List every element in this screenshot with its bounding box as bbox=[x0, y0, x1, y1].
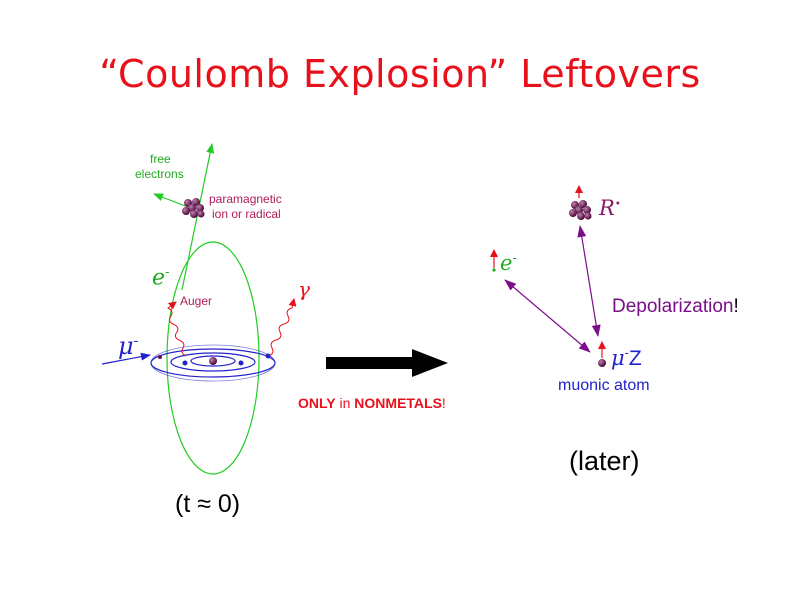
left-muon-charge: - bbox=[133, 333, 139, 349]
left-electron-e: e bbox=[152, 265, 166, 291]
incoming-muon-arrow bbox=[101, 352, 151, 365]
muonic-atom-ball bbox=[598, 359, 606, 367]
slide-title: “Coulomb Explosion” Leftovers bbox=[99, 52, 701, 96]
blue-atomic-orbits bbox=[150, 344, 276, 382]
muonic-atom-symbol: μ-Z bbox=[611, 347, 642, 369]
auger-label: Auger bbox=[180, 294, 213, 308]
later-label: (later) bbox=[569, 446, 640, 476]
paramagnetic-label-1: paramagnetic bbox=[209, 192, 282, 206]
paramagnetic-ion-cluster bbox=[182, 198, 205, 218]
depolarization-arrow-electron bbox=[504, 279, 591, 353]
transition-arrow bbox=[326, 349, 448, 377]
orbiting-particle bbox=[182, 360, 188, 366]
nonmetals-text: NONMETALS bbox=[354, 395, 442, 411]
right-electron-e: e bbox=[500, 251, 513, 275]
radical-r: R bbox=[599, 196, 615, 220]
only-bang: ! bbox=[441, 395, 446, 411]
orbiting-particle bbox=[238, 360, 244, 366]
radical-symbol: R• bbox=[599, 198, 621, 219]
nucleus bbox=[209, 357, 217, 365]
left-electron-symbol: e- bbox=[152, 266, 170, 289]
free-electron-arrows bbox=[153, 143, 215, 291]
depolarization-label: Depolarization! bbox=[612, 297, 739, 316]
depolarization-text: Depolarization bbox=[612, 296, 734, 317]
free-electrons-label-1: free bbox=[150, 152, 171, 166]
orbiting-particle bbox=[265, 353, 271, 359]
gamma-label: γ bbox=[298, 277, 310, 301]
gamma-wave bbox=[267, 298, 297, 357]
muonic-atom-label: muonic atom bbox=[558, 377, 650, 394]
radical-dot: • bbox=[614, 199, 621, 210]
right-muon-mu: μ bbox=[611, 346, 625, 370]
only-in-nonmetals-label: ONLY in NONMETALS! bbox=[298, 396, 446, 410]
paramagnetic-label-2: ion or radical bbox=[212, 207, 281, 221]
left-muon-symbol: μ- bbox=[118, 334, 138, 358]
orbiting-particle bbox=[158, 355, 162, 359]
depolarization-bang: ! bbox=[733, 296, 739, 317]
time-label: (t ≈ 0) bbox=[175, 490, 241, 518]
in-text: in bbox=[335, 395, 355, 411]
auger-wave bbox=[167, 301, 187, 357]
depolarization-arrow-radical bbox=[577, 225, 601, 337]
right-muon-z: Z bbox=[628, 347, 642, 370]
free-electron-dot bbox=[492, 268, 496, 272]
left-electron-charge: - bbox=[165, 265, 170, 280]
radical-cluster bbox=[569, 200, 592, 220]
right-electron-symbol: e- bbox=[500, 250, 517, 275]
green-electron-orbit bbox=[166, 241, 260, 475]
only-text: ONLY bbox=[298, 395, 336, 411]
right-muon-charge: - bbox=[624, 346, 629, 360]
free-electrons-label-2: electrons bbox=[135, 167, 184, 181]
right-electron-charge: - bbox=[512, 250, 517, 265]
left-muon-mu: μ bbox=[118, 332, 134, 360]
